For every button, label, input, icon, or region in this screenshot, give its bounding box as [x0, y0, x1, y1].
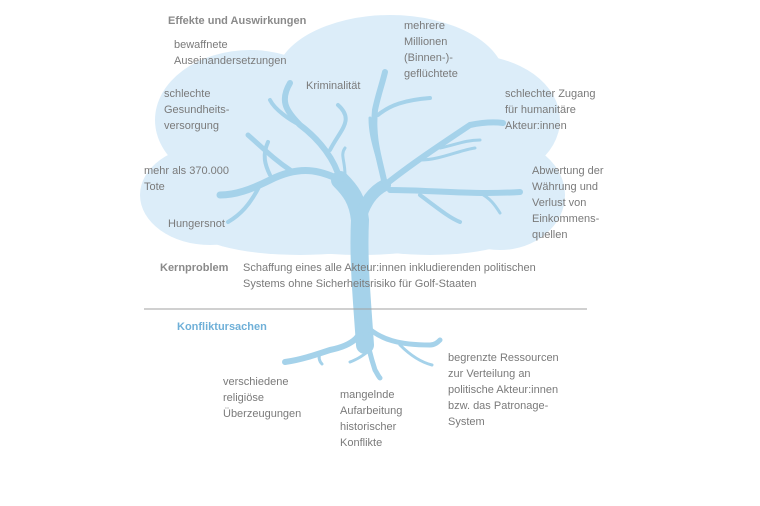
core-problem-text: Schaffung eines alle Akteur:innen inklud… [243, 262, 536, 290]
tree-branches [216, 69, 523, 354]
tree-roots [282, 317, 443, 381]
effect-currency-devaluation: Abwertung der Währung und Verlust von Ei… [532, 165, 604, 241]
effect-humanitarian-access: schlechter Zugang für humanitäre Akteur:… [505, 88, 596, 132]
effect-deaths: mehr als 370.000 Tote [144, 165, 229, 193]
cause-religious-beliefs: verschiedene religiöse Überzeugungen [223, 376, 302, 420]
effect-crime: Kriminalität [306, 80, 361, 92]
effect-armed-conflicts: bewaffnete Auseinandersetzungen [174, 39, 287, 67]
cause-historical-conflicts: mangelnde Aufarbeitung historischer Konf… [340, 389, 403, 449]
effect-poor-healthcare: schlechte Gesundheits- versorgung [164, 88, 230, 132]
cause-limited-resources: begrenzte Ressourcen zur Verteilung an p… [448, 352, 559, 428]
effect-famine: Hungersnot [168, 218, 225, 230]
core-problem-heading: Kernproblem [160, 262, 229, 274]
effects-heading: Effekte und Auswirkungen [168, 15, 307, 27]
causes-heading: Konfliktursachen [177, 321, 267, 333]
effect-displaced-persons: mehrere Millionen (Binnen-)- geflüchtete [404, 20, 458, 80]
